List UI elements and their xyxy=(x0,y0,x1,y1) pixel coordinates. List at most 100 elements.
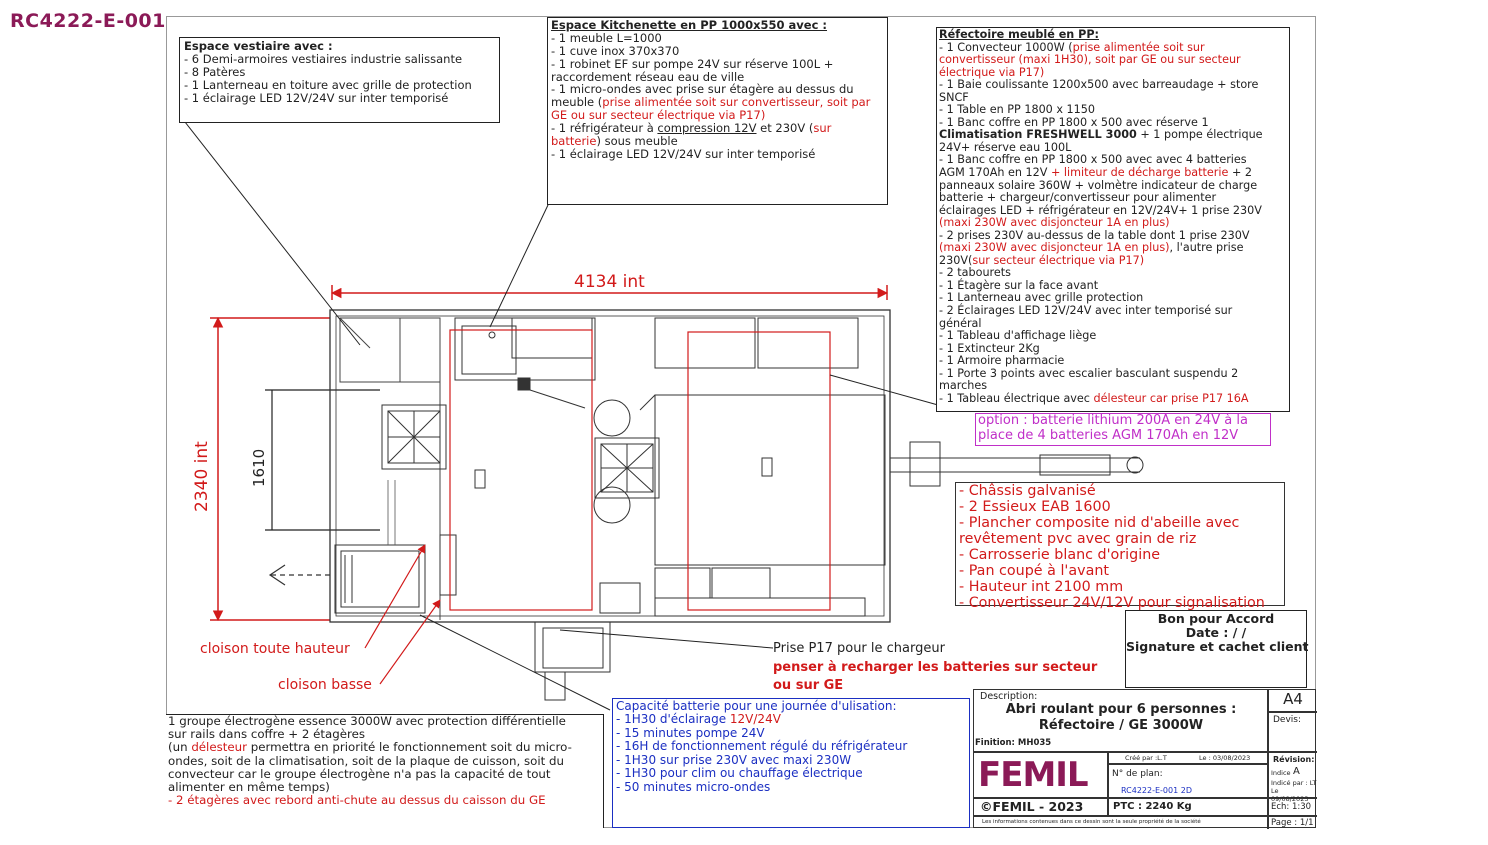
text-line: - Carrosserie blanc d'origine xyxy=(959,547,1161,563)
text-line: délesteur xyxy=(191,740,247,755)
text-line: A4 xyxy=(1283,690,1303,708)
text-line: sur xyxy=(813,121,832,135)
text-line: - 2 Essieux EAB 1600 xyxy=(959,499,1111,515)
text-line: Abri roulant pour 6 personnes : xyxy=(1005,702,1237,717)
text-line: place de 4 batteries AGM 170Ah en 12V xyxy=(978,427,1239,443)
kitchenette-line: - 1 cuve inox 370x370 xyxy=(551,43,680,58)
drawbar xyxy=(890,441,1144,487)
text-line: convertisseur (maxi 1H30), soit par GE o… xyxy=(939,53,1241,67)
refectoire-furniture xyxy=(599,317,886,617)
text-line: Capacité batterie pour une journée d'uli… xyxy=(616,699,897,713)
text-line: éclairages LED + réfrigérateur en 12V/24… xyxy=(939,203,1262,217)
text-line: option : batterie lithium 200A en 24V à … xyxy=(978,413,1248,428)
door-steps xyxy=(534,621,611,701)
text-line: - 2 Éclairages LED 12V/24V avec inter te… xyxy=(939,304,1233,318)
text-line: (maxi 230W avec disjoncteur 1A en plus),… xyxy=(939,242,1287,255)
kitchenette-line: raccordement réseau eau de ville xyxy=(551,69,745,84)
text-line: Description: xyxy=(980,691,1038,702)
kitchen-unit xyxy=(454,317,596,409)
text-line: - 1H30 d'éclairage xyxy=(616,712,730,727)
text-line: - Châssis galvanisé xyxy=(959,483,1096,499)
text-line: ©FEMIL - 2023 xyxy=(980,799,1084,814)
text-line: + limiteur de décharge batterie xyxy=(1047,166,1229,180)
text-line: - 1 Banc coffre en PP 1800 x 500 avec ré… xyxy=(939,115,1209,129)
text-line: - 1 Table en PP 1800 x 1150 xyxy=(939,103,1096,117)
height-dimension-label: 2340 int xyxy=(192,441,212,512)
text-line: Réfectoire / GE 3000W xyxy=(1038,718,1204,733)
text-line: ) sous meuble xyxy=(596,133,678,148)
text-line: 230V( xyxy=(939,253,973,267)
text-line: A xyxy=(1293,766,1300,777)
cloison-basse-label: cloison basse xyxy=(278,677,372,693)
height-dimension xyxy=(210,316,330,622)
text-line: Climatisation FRESHWELL 3000 xyxy=(939,128,1137,142)
created-cell: Créé par :L.T Le : 03/08/2023 xyxy=(1108,752,1268,764)
text-line: (un xyxy=(168,740,192,755)
option-note: option : batterie lithium 200A en 24V à … xyxy=(975,413,1271,446)
stool-left xyxy=(381,404,447,470)
text-line: AGM 170Ah en 12V xyxy=(939,166,1048,180)
refectoire-red-zone xyxy=(687,331,831,611)
text-line: meuble ( xyxy=(551,95,603,110)
text-line: - Convertisseur 24V/12V pour signalisati… xyxy=(959,595,1265,611)
femil-logo: FEMIL xyxy=(978,755,1089,795)
text-line: (maxi 230W avec disjoncteur 1A en plus) xyxy=(939,241,1170,255)
title-description-cell: Description: Abri roulant pour 6 personn… xyxy=(974,690,1268,752)
vestiaire-title: Espace vestiaire avec : xyxy=(184,39,333,53)
text-line: - 15 minutes pompe 24V xyxy=(616,725,765,740)
text-line: AGM 170Ah en 12V + limiteur de décharge … xyxy=(939,166,1287,180)
text-line: Indice xyxy=(1271,769,1291,777)
text-line: - 1 Banc coffre en PP 1800 x 500 avec av… xyxy=(939,153,1247,167)
revision-cell: Révision: Indice A Indicé par : LT Le 09… xyxy=(1268,752,1317,803)
vestiaire-line: - 1 éclairage LED 12V/24V sur inter temp… xyxy=(184,90,449,105)
scale-cell: Ech: 1:30 xyxy=(1268,798,1317,816)
refectoire-note: Réfectoire meublé en PP: - 1 Convecteur … xyxy=(936,27,1290,412)
text-line: - 1H30 sur prise 230V avec maxi 230W xyxy=(616,752,852,767)
copyright-cell: ©FEMIL - 2023 xyxy=(974,798,1108,816)
cloison-toute-hauteur-label: cloison toute hauteur xyxy=(200,641,350,657)
text-line: marches xyxy=(939,379,988,393)
text-line: - 50 minutes micro-ondes xyxy=(616,779,771,794)
width-dimension xyxy=(330,285,889,300)
kitchenette-line: - 1 robinet EF sur pompe 24V sur réserve… xyxy=(551,56,834,71)
kitchenette-note: Espace Kitchenette en PP 1000x550 avec :… xyxy=(547,17,888,205)
kitchenette-line: - 1 éclairage LED 12V/24V sur inter temp… xyxy=(551,146,816,161)
text-line: alimenter en même temps) xyxy=(168,780,330,795)
text-line: - 1H30 pour clim ou chauffage électrique xyxy=(616,766,863,781)
text-line: batterie + chargeur/convertisseur pour a… xyxy=(939,191,1217,205)
leader-lines xyxy=(184,121,939,711)
text-line: Signature et cachet client xyxy=(1126,639,1309,654)
text-line: 12V/24V xyxy=(729,712,781,727)
text-line: revêtement pvc avec grain de riz xyxy=(959,531,1197,547)
text-line: - 1 Tableau électrique avec délesteur ca… xyxy=(939,391,1287,406)
document-code: RC4222-E-001 xyxy=(10,10,166,32)
kitchenette-line: batterie) sous meuble xyxy=(551,133,884,148)
text-line: Les informations contenues dans ce dessi… xyxy=(982,819,1201,825)
text-line: - 2 prises 230V au-dessus de la table do… xyxy=(939,228,1250,242)
recharge-note-line2: ou sur GE xyxy=(773,678,844,693)
kitchenette-line: - 1 micro-ondes avec prise sur étagère a… xyxy=(551,82,854,97)
red-leader-lines xyxy=(364,544,441,685)
exit-arrow xyxy=(268,564,330,586)
ptc-cell: PTC : 2240 Kg xyxy=(1108,798,1268,816)
text-line: convecteur car le groupe électrogène n'a… xyxy=(168,766,551,781)
legal-cell: Les informations contenues dans ce dessi… xyxy=(974,816,1268,829)
text-line: - Hauteur int 2100 mm xyxy=(959,579,1124,595)
text-line: - 1 Baie coulissante 1200x500 avec barre… xyxy=(939,78,1259,92)
text-line: + 2 xyxy=(1228,166,1253,180)
text-line: - Plancher composite nid d'abeille avec xyxy=(959,515,1240,531)
text-line: - 1H30 d'éclairage 12V/24V xyxy=(616,713,966,726)
text-line: panneaux solaire 360W + volmètre indicat… xyxy=(939,178,1258,192)
text-line: - 1 Tableau électrique avec xyxy=(939,391,1094,405)
text-line: 230V(sur secteur électrique via P17) xyxy=(939,253,1287,268)
text-line: 1 groupe électrogène essence 3000W avec … xyxy=(168,714,566,728)
text-line: batterie xyxy=(551,133,597,148)
recharge-note-line1: penser à recharger les batteries sur sec… xyxy=(773,660,1098,675)
generator-note: 1 groupe électrogène essence 3000W avec … xyxy=(166,714,604,828)
text-line: Finition: MH035 xyxy=(975,738,1052,748)
text-line: N° de plan: xyxy=(1112,769,1163,779)
chassis-note: - Châssis galvanisé - 2 Essieux EAB 1600… xyxy=(955,482,1285,611)
kitchenette-title: Espace Kitchenette en PP 1000x550 avec : xyxy=(551,18,828,32)
partition-lines xyxy=(387,480,396,545)
